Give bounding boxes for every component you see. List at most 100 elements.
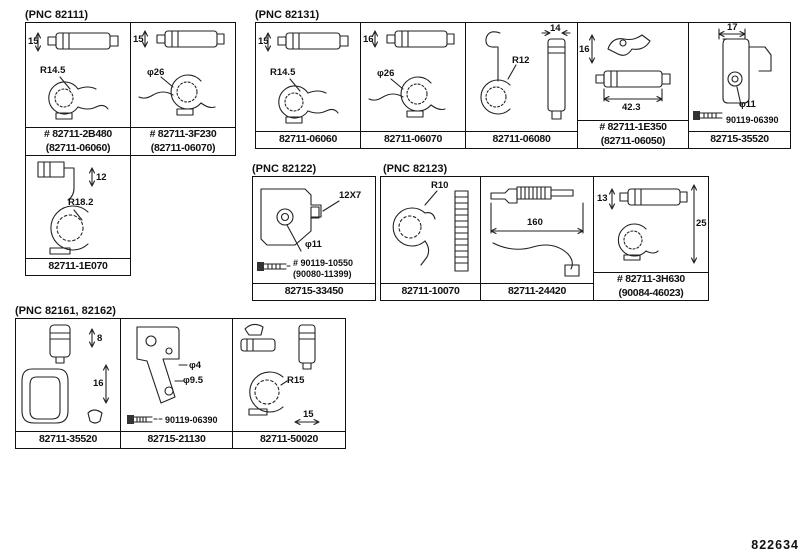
dimension-label: 15 <box>258 36 269 47</box>
part-number: 82715-21130 <box>121 431 232 448</box>
clip-with-canister-drawing <box>588 34 671 103</box>
drawing-area: 17 φ11 90119-06390 <box>689 23 790 131</box>
drawing-area: 12X7 φ11 # 90119-10550 (90080-11399) <box>253 177 375 283</box>
part-cell: 160 82711-24420 <box>480 176 594 301</box>
clamp-with-strip-drawing <box>392 190 469 272</box>
part-number: 82711-50020 <box>233 431 345 448</box>
part-number: 82711-1E070 <box>26 258 130 275</box>
dimension-label: 12 <box>96 172 107 183</box>
pnc-label-82111: (PNC 82111) <box>25 9 88 21</box>
drawing-area: R10 <box>381 177 480 283</box>
dimension-label: R18.2 <box>68 197 94 208</box>
drawing-area: 15 R14.5 <box>256 23 360 131</box>
drawing-area: 8 16 <box>16 319 120 431</box>
angled-bracket-with-bolt-drawing <box>127 326 188 424</box>
fastener-part-number: # 90119-10550 <box>293 258 354 268</box>
drawing-area: R15 15 <box>233 319 345 431</box>
hook-clamp-drawing <box>480 29 571 120</box>
part-number-line: # 82711-2B480 <box>44 128 112 141</box>
part-cell: 16 φ26 82711-06070 <box>360 22 466 149</box>
part-number: # 82711-3H630 (90084-46023) <box>594 272 708 300</box>
part-number: 82711-06070 <box>361 131 465 148</box>
dimension-label: 15 <box>303 409 314 420</box>
dimension-label: R15 <box>287 375 305 386</box>
pnc-label-82123: (PNC 82123) <box>383 163 448 175</box>
dimension-label: R14.5 <box>40 65 66 76</box>
part-cell: 13 25 # 82711-3H630 (90084-46023) <box>593 176 709 301</box>
part-number-line: # 82711-3H630 <box>617 273 685 286</box>
part-cell: R15 15 82711-50020 <box>232 318 346 449</box>
part-cell: 12 R18.2 82711-1E070 <box>25 155 131 276</box>
part-number-line: (82711-06050) <box>600 134 666 147</box>
dimension-label: R14.5 <box>270 67 296 78</box>
clamp-with-canister-drawing <box>138 30 225 116</box>
drawing-area: φ4 φ9.5 90119-06390 <box>121 319 232 431</box>
clamp-with-canister-drawing <box>368 30 455 118</box>
cable-tie-drawing <box>490 186 584 277</box>
dimension-label: 13 <box>597 193 608 204</box>
dimension-label: 8 <box>97 333 103 344</box>
part-number-line: (82711-06070) <box>150 141 216 154</box>
drawing-area: 16 φ26 <box>361 23 465 131</box>
part-number: 82711-35520 <box>16 431 120 448</box>
part-cell: 15 φ26 # 82711-3F230 (82711-06070) <box>130 22 236 156</box>
part-number: # 82711-2B480 (82711-06060) <box>26 127 130 155</box>
dimension-label: R12 <box>512 55 530 66</box>
drawing-number: 822634 <box>751 538 799 552</box>
drawing-area: 13 25 <box>594 177 708 272</box>
bracket-with-bolt-drawing <box>693 28 772 120</box>
part-number-line: (90084-46023) <box>618 286 684 299</box>
part-number-line: 82711-24420 <box>507 285 566 298</box>
part-number-line: # 82711-3F230 <box>149 128 217 141</box>
part-cell: 15 R14.5 # 82711-2B480 (82711-06060) <box>25 22 131 156</box>
part-cell: 15 R14.5 82711-06060 <box>255 22 361 149</box>
grommet-drawing <box>21 324 110 424</box>
part-cell: 12X7 φ11 # 90119-10550 (90080-11399) 827… <box>252 176 376 301</box>
open-clamp-with-canister-drawing <box>240 323 320 426</box>
dimension-label: 42.3 <box>622 102 641 113</box>
part-number-line: # 82711-1E350 <box>599 121 667 134</box>
dimension-label: 15 <box>133 34 144 45</box>
part-number: 82715-33450 <box>253 283 375 300</box>
drawing-area: 12 R18.2 <box>26 156 130 258</box>
part-number: 82711-06080 <box>466 131 577 148</box>
part-cell: φ4 φ9.5 90119-06390 82715-21130 <box>120 318 233 449</box>
pnc-label-82131: (PNC 82131) <box>255 9 320 21</box>
clamp-with-canister-drawing <box>34 32 119 120</box>
dimension-label: 16 <box>93 378 104 389</box>
part-cell: 17 φ11 90119-06390 82715-35520 <box>688 22 791 149</box>
part-number: 82715-35520 <box>689 131 790 148</box>
drawing-area: 160 <box>481 177 593 283</box>
fastener-part-number: 90119-06390 <box>165 415 218 425</box>
part-number-line: (82711-06060) <box>45 141 111 154</box>
part-number-line: 82715-21130 <box>147 433 206 446</box>
part-number-line: 82711-35520 <box>38 433 97 446</box>
dimension-label: 16 <box>579 44 590 55</box>
part-number-line: 82711-50020 <box>259 433 318 446</box>
clamp-with-canister-drawing <box>264 32 349 124</box>
dimension-label: φ11 <box>305 239 322 250</box>
part-cell: 8 16 82711-35520 <box>15 318 121 449</box>
part-number: 82711-10070 <box>381 283 480 300</box>
dimension-label: φ11 <box>739 99 756 110</box>
dimension-label: φ26 <box>147 67 165 78</box>
fastener-part-number: 90119-06390 <box>726 115 779 125</box>
part-cell: R10 82711-10070 <box>380 176 481 301</box>
dimension-label: 160 <box>527 217 543 228</box>
pnc-label-82161: (PNC 82161, 82162) <box>15 305 116 317</box>
dimension-label: 15 <box>28 36 39 47</box>
part-number-line: 82711-06080 <box>492 133 551 146</box>
open-clamp-drawing <box>37 161 96 255</box>
dimension-label: φ9.5 <box>183 375 204 386</box>
drawing-area: 15 R14.5 <box>26 23 130 127</box>
part-cell: 14 R12 82711-06080 <box>465 22 578 149</box>
part-number-line: 82715-35520 <box>710 133 769 146</box>
part-number-line: 82711-06070 <box>383 133 442 146</box>
drawing-area: 15 φ26 <box>131 23 235 127</box>
part-number: 82711-06060 <box>256 131 360 148</box>
dimension-label: R10 <box>431 180 449 191</box>
drawing-area: 16 42.3 <box>578 23 688 120</box>
bracket-with-bolt-drawing <box>257 188 340 271</box>
part-number: 82711-24420 <box>481 283 593 300</box>
